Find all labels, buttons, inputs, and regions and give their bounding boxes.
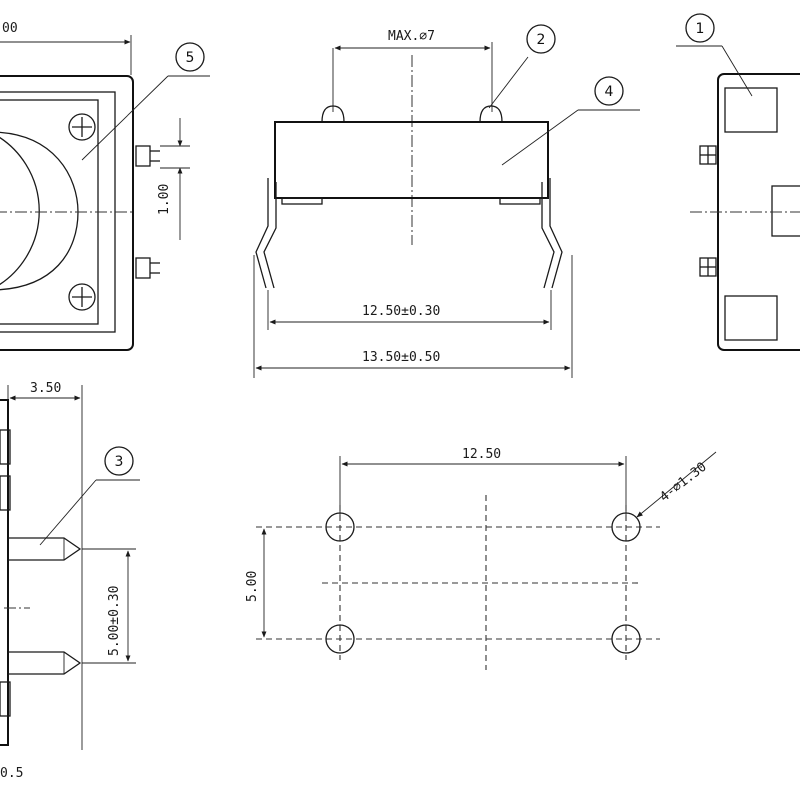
callout-5 [175, 42, 205, 72]
callout-2-label: 2 [537, 32, 546, 48]
callout-2 [526, 24, 556, 54]
pin-upper [8, 537, 82, 561]
center-pad [771, 185, 800, 237]
mount-mark-bottom [68, 283, 96, 311]
dim-lead-thickness: 0.5 [0, 766, 23, 781]
dim-pitch-side: 5.00±0.30 [107, 586, 122, 656]
dim-pitch-vertical: 1.00 [157, 184, 172, 215]
side-view: MAX.⌀7 12.50±0.30 13.50±0.50 2 4 [253, 24, 640, 378]
callout-4-label: 4 [605, 84, 614, 100]
body-outline [0, 75, 134, 351]
hole-top-right [611, 512, 641, 542]
terminal-pad-top [724, 87, 778, 133]
lead-left [255, 178, 269, 289]
lead-right [549, 178, 563, 289]
terminal-pad-bottom [724, 295, 778, 341]
mount-mark-top [68, 113, 96, 141]
callout-5-label: 5 [186, 50, 195, 66]
callout-1-label: 1 [696, 21, 705, 37]
dim-max-diameter: MAX.⌀7 [388, 29, 435, 44]
top-view: 00 1.00 5 [0, 21, 210, 351]
dim-top-cut: 00 [2, 21, 18, 36]
dim-lead-offset: 3.50 [30, 381, 61, 396]
callout-3-label: 3 [115, 454, 124, 470]
pin-lower [8, 651, 82, 675]
callout-3 [104, 446, 134, 476]
bottom-view: 1 [676, 13, 800, 351]
pcb-footprint: 12.50 5.00 4-⌀1.30 [245, 447, 717, 670]
plunger-left [321, 105, 345, 123]
housing-side [274, 121, 549, 199]
dim-hole-spacing-v: 5.00 [245, 571, 260, 602]
dim-hole-diameter: 4-⌀1.30 [657, 460, 709, 506]
pin-bottom [135, 257, 151, 279]
callout-1 [685, 13, 715, 43]
dim-lead-width-outer: 13.50±0.50 [362, 350, 440, 365]
end-body [0, 399, 9, 746]
callout-4 [594, 76, 624, 106]
end-view: 3.50 5.00±0.30 0.5 3 [0, 381, 140, 781]
dim-lead-width-inner: 12.50±0.30 [362, 304, 440, 319]
pin-top [135, 145, 151, 167]
hole-top-left [325, 512, 355, 542]
dim-hole-spacing-h: 12.50 [462, 447, 501, 462]
plunger-right [479, 105, 503, 123]
hole-bottom-left [325, 624, 355, 654]
hole-bottom-right [611, 624, 641, 654]
actuator-circle [0, 131, 79, 291]
